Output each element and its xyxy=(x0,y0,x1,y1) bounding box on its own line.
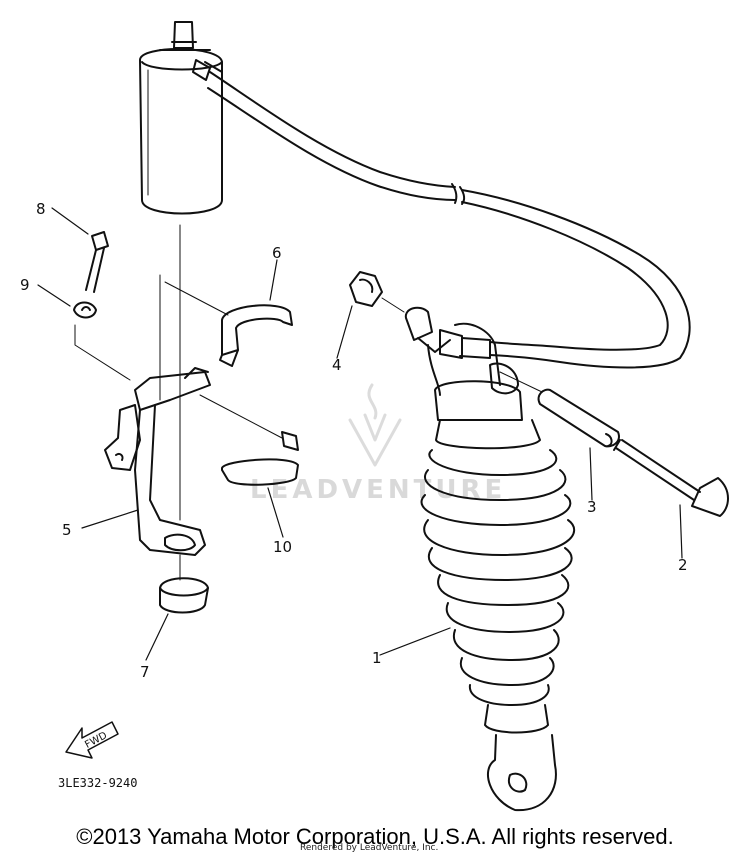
watermark-logo xyxy=(348,383,402,467)
callout-10: 10 xyxy=(273,538,292,556)
rendered-by-note: Rendered by LeadVenture, Inc. xyxy=(300,843,439,853)
fwd-label: FWD xyxy=(83,730,109,751)
callout-5: 5 xyxy=(62,521,72,539)
shock-absorber xyxy=(404,306,576,812)
callout-9: 9 xyxy=(20,276,30,294)
part-2-bolt xyxy=(613,439,729,517)
part-4-cap xyxy=(349,271,383,307)
callout-2: 2 xyxy=(678,556,688,574)
reservoir-canister xyxy=(139,21,223,215)
part-8-bolt xyxy=(85,231,109,293)
callout-1: 1 xyxy=(372,649,382,667)
part-10-clamp-band xyxy=(221,431,299,486)
callout-labels: 1 2 3 4 5 6 7 8 9 10 xyxy=(20,200,688,681)
reservoir-hose xyxy=(207,71,691,369)
fwd-arrow-icon: FWD xyxy=(65,721,119,759)
part-5-bracket xyxy=(104,367,211,556)
callout-7: 7 xyxy=(140,663,150,681)
assembly-guide-lines xyxy=(74,224,543,581)
part-9-washer xyxy=(73,301,97,319)
callout-4: 4 xyxy=(332,356,342,374)
leader-lines xyxy=(37,207,683,661)
copyright-notice: ©2013 Yamaha Motor Corporation, U.S.A. A… xyxy=(76,824,674,849)
diagram-part-number: 3LE332-9240 xyxy=(58,776,137,790)
part-3-collar xyxy=(537,388,620,448)
part-6-clamp-band xyxy=(219,304,293,367)
part-7-grommet xyxy=(159,577,209,614)
callout-3: 3 xyxy=(587,498,597,516)
callout-6: 6 xyxy=(272,244,282,262)
watermark-text: LEADVENTURE xyxy=(250,475,506,505)
callout-8: 8 xyxy=(36,200,46,218)
